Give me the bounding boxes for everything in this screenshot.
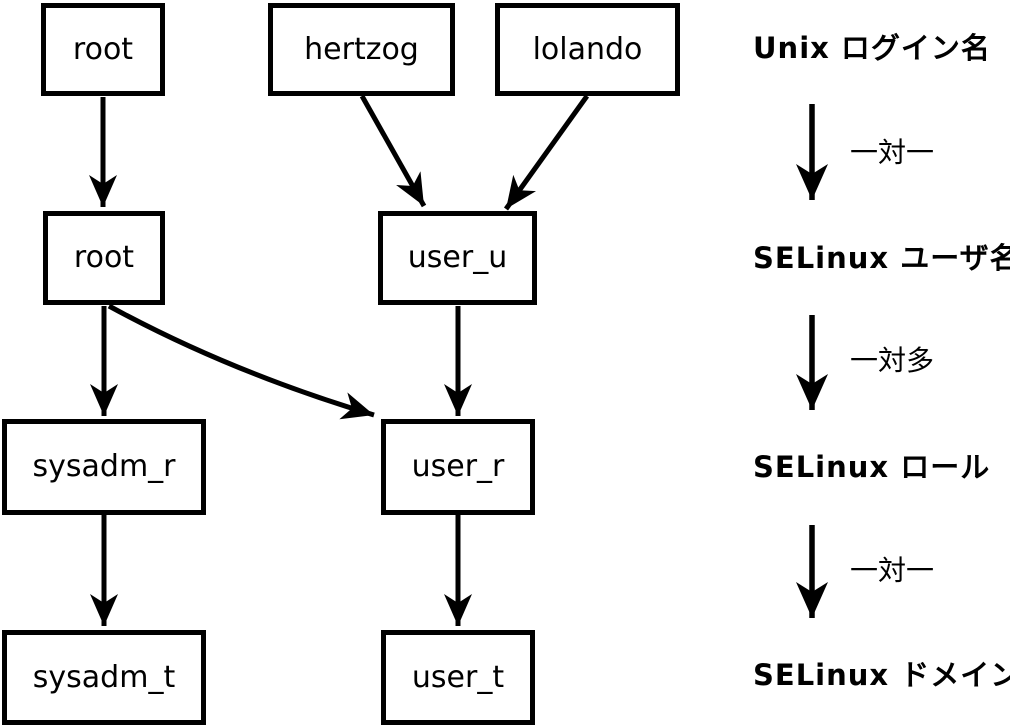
node-unix-login-root: root (41, 3, 165, 96)
node-label: root (73, 240, 135, 275)
node-label: user_r (411, 449, 505, 484)
node-label: user_t (411, 659, 505, 695)
legend-level-unix-login-name: Unix ログイン名 (753, 31, 991, 65)
node-label: lolando (532, 31, 643, 67)
node-selinux-domain-sysadm-t: sysadm_t (2, 630, 206, 725)
node-selinux-role-sysadm-r: sysadm_r (2, 419, 206, 515)
legend-relation-one-to-one-1: 一対一 (850, 136, 935, 169)
edge-selinux-root-to-user-r (107, 303, 375, 420)
node-label: sysadm_t (32, 659, 176, 695)
node-label: hertzog (304, 31, 419, 67)
node-unix-login-lolando: lolando (495, 3, 680, 96)
legend-level-selinux-user-name: SELinux ユーザ名 (753, 241, 1010, 275)
node-label: root (72, 31, 134, 67)
node-selinux-user-user-u: user_u (378, 211, 537, 305)
node-selinux-user-root: root (43, 211, 165, 305)
edge-lolando-to-user-u (503, 94, 590, 211)
edge-hertzog-to-user-u (359, 94, 427, 208)
node-label: user_u (407, 240, 508, 275)
legend-relation-one-to-many: 一対多 (850, 344, 935, 377)
legend-level-selinux-role: SELinux ロール (753, 450, 991, 484)
legend-level-selinux-domain: SELinux ドメイン (753, 658, 1010, 692)
node-unix-login-hertzog: hertzog (268, 3, 455, 96)
node-selinux-role-user-r: user_r (381, 419, 535, 515)
legend-relation-one-to-one-2: 一対一 (850, 554, 935, 587)
node-selinux-domain-user-t: user_t (381, 630, 535, 725)
node-label: sysadm_r (32, 449, 176, 484)
